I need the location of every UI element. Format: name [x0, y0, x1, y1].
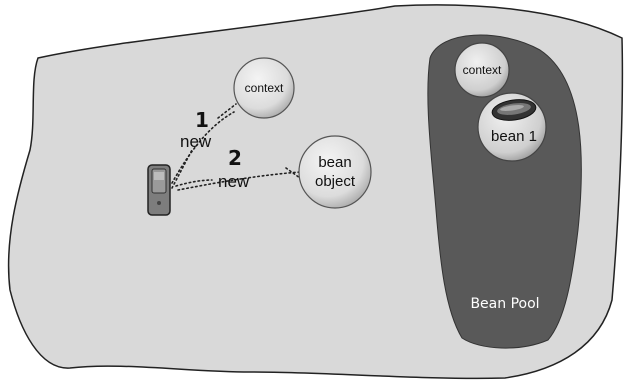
line-to-bean-fork [285, 167, 301, 179]
step-1-number: 1 [195, 108, 209, 132]
step-1-keyword: new [180, 132, 212, 151]
client-device-icon [147, 164, 171, 216]
bean-object-bubble: bean object [298, 135, 372, 209]
bean-object-line-2: object [315, 173, 356, 190]
line-to-context-fork [217, 103, 237, 119]
step-2-number: 2 [228, 146, 242, 170]
pool-context-bubble: context [454, 42, 510, 98]
line-to-bean [177, 171, 301, 191]
pool-bean-label: bean 1 [491, 128, 537, 145]
bean-seed-icon [491, 99, 537, 121]
line-from-client-up [171, 149, 193, 189]
bean-pool-title: Bean Pool [470, 296, 539, 312]
pool-context-label: context [463, 63, 502, 77]
context-bubble-label: context [245, 81, 284, 95]
step-2-keyword: new [218, 172, 250, 191]
pool-bean-bubble: bean 1 [477, 92, 547, 162]
line-client-mid [175, 179, 213, 187]
line-to-context [171, 111, 235, 184]
context-bubble: context [233, 57, 295, 119]
bean-object-line-1: bean [318, 154, 351, 171]
connector-lines [171, 103, 301, 191]
